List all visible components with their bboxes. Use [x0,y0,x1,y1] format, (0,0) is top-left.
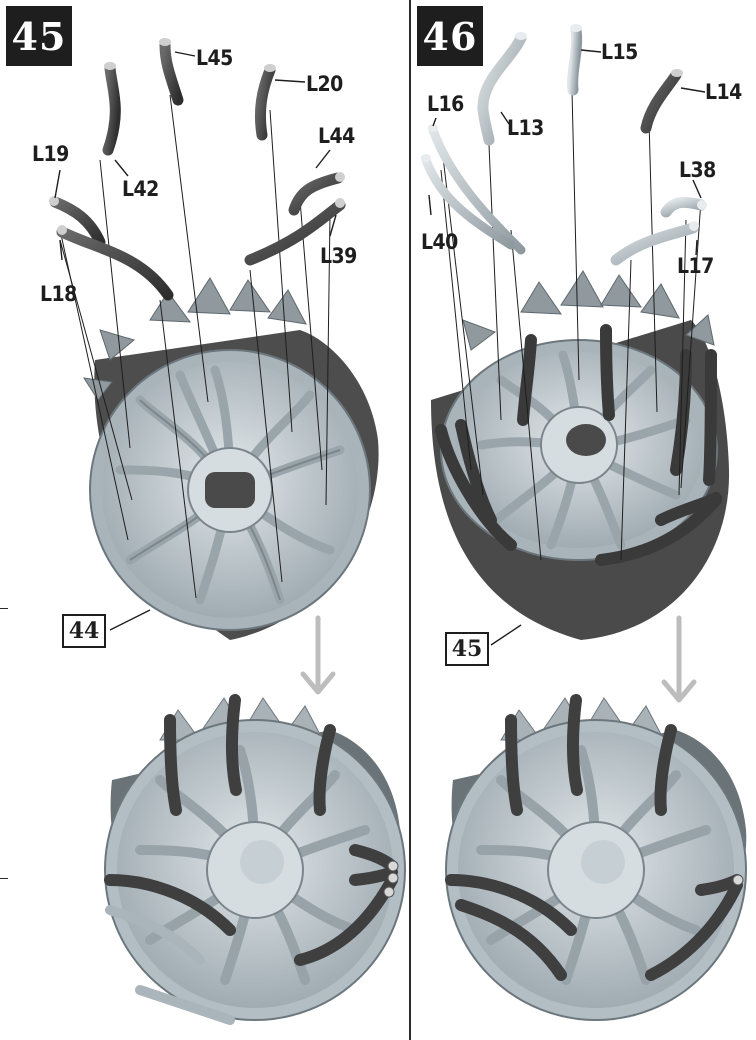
part-label: L17 [677,256,714,277]
reference-part-box: 45 [445,632,489,666]
reference-part-box: 44 [62,614,106,648]
step-46-illustration [411,0,756,1040]
part-label: L19 [32,144,69,165]
part-label: L45 [196,48,233,69]
part-label: L13 [507,118,544,139]
step-number-badge: 46 [417,6,483,66]
part-label: L16 [427,94,464,115]
part-label: L14 [705,82,742,103]
part-label: L44 [318,126,355,147]
engine-assembly-top [431,50,729,640]
step-46-panel: 46 L15 L16 L14 L13 L38 L40 L17 45 [411,0,756,1040]
part-label: L39 [320,246,357,267]
down-arrow-icon [303,618,333,692]
part-label: L38 [679,160,716,181]
hoses-group [49,38,345,295]
engine-assembly-bottom [105,698,405,1020]
step-45-panel: 45 L45 L20 L19 L42 L44 L39 L18 44 [0,0,410,1040]
down-arrow-icon [664,618,694,700]
part-label: L42 [122,179,159,200]
part-label: L18 [40,284,77,305]
step-number-badge: 45 [6,6,72,66]
part-label: L40 [421,232,458,253]
part-label: L15 [601,42,638,63]
engine-assembly-bottom [446,698,746,1020]
part-label: L20 [306,74,343,95]
